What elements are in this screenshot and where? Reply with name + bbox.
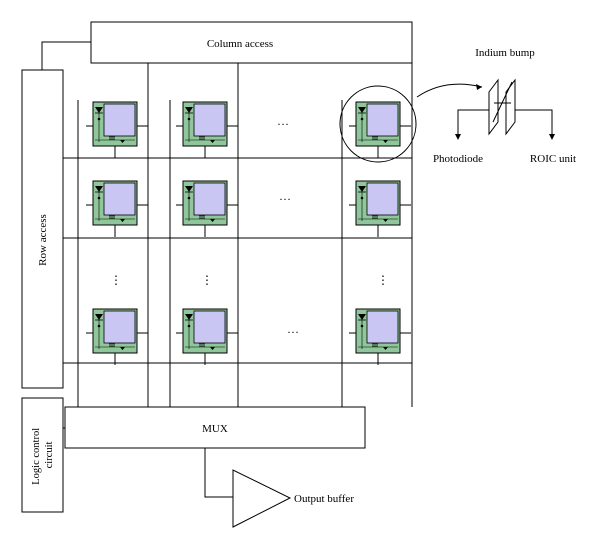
roic-unit-label: ROIC unit [530,153,576,165]
mux-block: MUX [64,406,366,449]
pixel-cell [86,308,148,365]
callout-arrow [416,83,483,98]
logic-control-line2: circuit [44,442,55,469]
pixel-cell [176,101,238,158]
photodiode-icon [358,186,366,192]
mux-label: MUX [202,423,228,435]
column-access-label: Column access [207,38,273,50]
highlight-circle [339,85,417,163]
photodiode-plate [488,78,499,136]
ellipsis-col2: ⋮ [201,273,213,287]
pixel-cell [349,101,411,158]
row-column-link-wire [41,41,91,70]
photodiode-label: Photodiode [433,153,483,165]
mux-output-wire [204,448,233,498]
ellipsis-row3: … [287,322,299,336]
pixel-cell [349,308,411,365]
column-bus-lines [77,63,413,407]
row-bus-lines [63,157,412,364]
bump-axis [492,81,513,123]
pixel-grid [86,101,411,365]
ellipsis-col3: ⋮ [377,273,389,287]
photodiode-icon [358,314,366,320]
roic-plate [505,78,516,136]
output-buffer-triangle [232,469,292,528]
pixel-cell [176,180,238,237]
ellipsis-row1: … [277,114,289,128]
pixel-cell [86,180,148,237]
pixel-cell [176,308,238,365]
column-access-block: Column access [90,21,413,64]
row-access-label: Row access [37,214,49,266]
pixel-cell [86,101,148,158]
photodiode-icon [95,107,103,113]
photodiode-icon [95,186,103,192]
photodiode-icon [358,107,366,113]
ellipsis-row2: … [279,189,291,203]
photodiode-icon [95,314,103,320]
photodiode-icon [185,107,193,113]
logic-control-label: Logic control circuit [31,425,55,484]
indium-bump-label: Indium bump [475,47,535,59]
indium-bump-detail: Indium bump Photodiode ROIC unit [416,47,576,165]
logic-control-block: Logic control circuit [21,397,64,513]
output-buffer-label: Output buffer [294,493,354,505]
photodiode-icon [185,186,193,192]
photodiode-icon [185,314,193,320]
pixel-cell [349,180,411,237]
row-access-block: Row access [21,69,64,389]
output-buffer-block: Output buffer [204,448,354,528]
logic-control-line1: Logic control [31,428,42,485]
ellipsis-col1: ⋮ [110,273,122,287]
array-ellipses: … … … ⋮ ⋮ ⋮ [110,114,389,336]
